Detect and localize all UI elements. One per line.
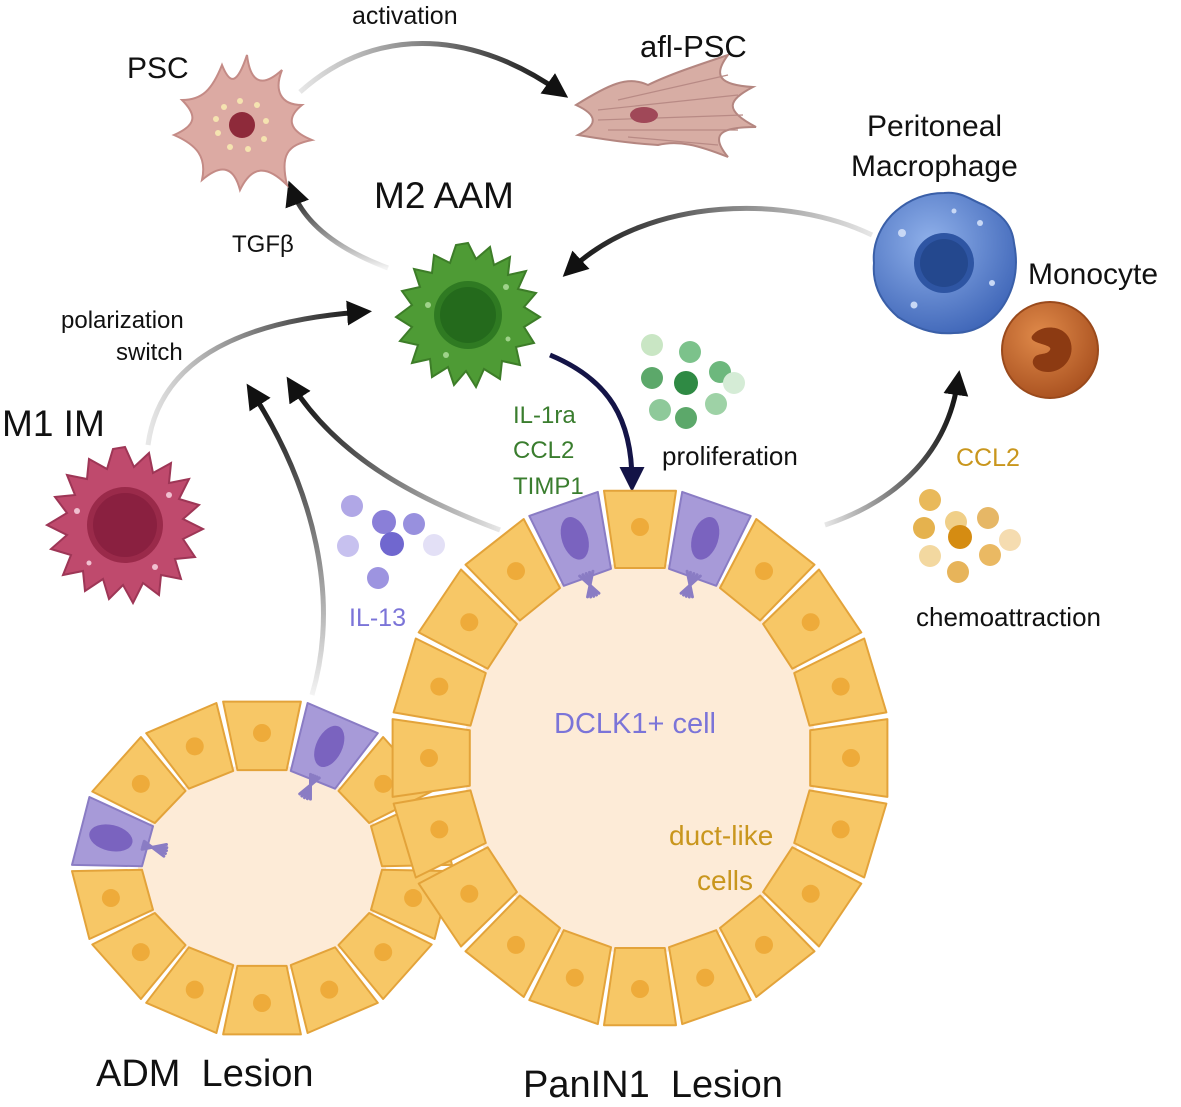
afl-psc-label: afl-PSC [640,29,747,64]
adm-il13-arrow [246,383,326,696]
duct-cell-nucleus [101,889,120,908]
duct-cell-nucleus [831,820,850,839]
green-cytokine-cluster-icon [641,334,745,429]
duct-cell-nucleus [801,613,820,632]
stellate-cell-icon [171,54,316,193]
panin1-lesion-label: PanIN1 Lesion [523,1064,783,1106]
m1-macrophage-icon [44,445,206,606]
m2-aam-label: M2 AAM [374,175,514,216]
il1ra-label: IL-1ra [513,402,576,429]
duct-cell-nucleus [253,994,271,1012]
duct-cell-nucleus [185,980,204,999]
duct-cell-nucleus [430,677,449,696]
duct-cell-nucleus [420,749,438,767]
duct-cell-nucleus [404,889,423,908]
duct-cell-nucleus [565,968,584,987]
tgfb-arrow [285,180,389,271]
microvillus [679,574,702,595]
activation-arrow [298,41,569,98]
duct-cell-nucleus [131,943,150,962]
proliferation-label: proliferation [662,441,798,471]
peritoneal-macrophage-label-line2: Macrophage [851,150,1018,183]
duct-cell-nucleus [374,774,393,793]
polarization-switch-arrow [145,300,372,446]
duct-cell-nucleus [842,749,860,767]
purple-cytokine-cluster-icon [337,495,445,589]
microvillus [586,569,595,599]
il13-label: IL-13 [349,604,406,632]
microvillus [298,776,321,796]
ccl2-green-label: CCL2 [513,437,574,464]
panin-il13-arrow [286,376,501,533]
peritoneal-macrophage-label-line1: Peritoneal [867,110,1002,143]
microvillus [142,839,166,858]
panin-to-macrophage-arrow [824,370,969,528]
adm-lesion-cells [71,700,453,1036]
duct-cell-nucleus [631,980,649,998]
duct-cell-nucleus [696,968,715,987]
duct-cell-nucleus [831,677,850,696]
panin1-lesion-cells [391,489,889,1027]
polarization-switch-label-line2: switch [116,339,183,366]
polarization-switch-label-line1: polarization [61,307,184,334]
duct-like-cells-label-line1: duct-like [669,820,773,851]
adm-lesion-label: ADM Lesion [96,1053,314,1095]
tgfb-label: TGFβ [232,231,294,258]
activated-stellate-cell-icon [573,53,757,158]
duct-cell-nucleus [801,884,820,903]
duct-cell-nucleus [320,980,339,999]
duct-cell-nucleus [506,562,525,581]
duct-cell-nucleus [631,518,649,536]
gold-cytokine-cluster-icon [913,489,1021,583]
adm-lesion [71,700,453,1036]
dclk1-nucleus [560,517,589,560]
timp1-label: TIMP1 [513,473,584,500]
m2-macrophage-icon [394,241,542,390]
duct-cell-nucleus [131,774,150,793]
duct-cell-nucleus [374,943,393,962]
m2-to-panin-arrow [549,352,645,492]
dclk1-cell-label: DCLK1+ cell [554,708,716,740]
duct-like-cells-label-line2: cells [697,865,753,896]
duct-cell-nucleus [430,820,449,839]
dclk1-nucleus [89,824,133,852]
duct-cell-nucleus [755,935,774,954]
duct-cell-nucleus [253,724,271,742]
peritoneal-macrophage-icon [872,191,1017,335]
activation-label: activation [352,2,458,30]
duct-cell-nucleus [755,562,774,581]
duct-cell-nucleus [185,737,204,756]
arrows [145,41,969,696]
ccl2-gold-label: CCL2 [956,444,1020,472]
monocyte-label: Monocyte [1028,258,1158,291]
panin-lumen [464,562,816,954]
peritoneal-to-m2-arrow [562,205,874,277]
adm-lumen [138,764,386,972]
dclk1-nucleus [691,517,720,560]
duct-cell-nucleus [460,613,479,632]
m1-im-label: M1 IM [2,403,105,444]
monocyte-icon [1001,301,1099,399]
duct-cell-nucleus [460,884,479,903]
psc-label: PSC [127,52,189,85]
panin1-lesion [391,489,889,1027]
chemoattraction-label: chemoattraction [916,602,1101,632]
dclk1-nucleus [314,725,345,767]
duct-cell-nucleus [506,935,525,954]
